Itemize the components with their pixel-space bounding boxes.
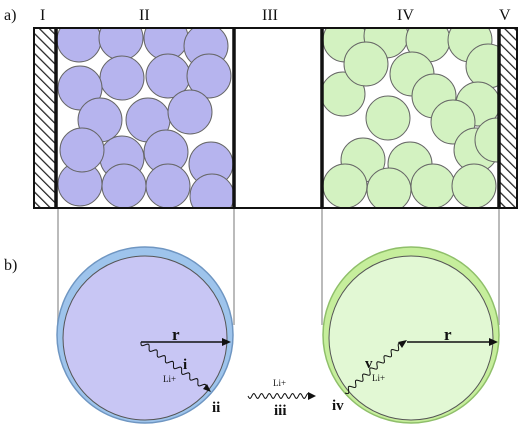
- anode-particle-large: [56, 246, 234, 424]
- particle: [343, 41, 389, 87]
- cathode-radius-arrow: [407, 338, 498, 346]
- anode-diffusion-arrow: [140, 341, 207, 389]
- left-current-collector: [34, 28, 56, 208]
- particle: [145, 163, 191, 208]
- particle: [56, 28, 102, 63]
- separator-region: [234, 28, 322, 208]
- particle: [143, 28, 189, 61]
- particle: [101, 163, 147, 208]
- label-ii: ii: [212, 400, 220, 416]
- particle: [365, 95, 411, 141]
- particle: [167, 89, 213, 135]
- anode-region: [56, 28, 234, 208]
- region-label-4: IV: [397, 7, 414, 24]
- anode-particles: [56, 28, 234, 208]
- panel-label-b: b): [4, 257, 17, 274]
- region-label-3: III: [262, 7, 278, 24]
- particle: [59, 127, 105, 173]
- region-label-1: I: [40, 7, 45, 24]
- particle: [186, 53, 232, 99]
- electrolyte-li-label: Li+: [273, 378, 286, 388]
- anode-radius-arrow: [141, 338, 231, 346]
- cathode-diffusion-arrow: [344, 342, 403, 395]
- particle: [322, 163, 368, 208]
- cathode-region: [322, 28, 499, 208]
- panel-label-a: a): [4, 7, 16, 24]
- particle: [99, 55, 145, 101]
- cathode-particle-large: [322, 246, 500, 424]
- electrolyte-diffusion-arrow: [247, 393, 311, 399]
- label-iii: iii: [274, 403, 287, 419]
- label-v: v: [365, 356, 373, 372]
- particle: [474, 117, 499, 163]
- anode-li-label: Li+: [163, 374, 176, 384]
- region-label-5: V: [499, 7, 511, 24]
- cell-outline: [33, 27, 518, 209]
- electrolyte-diffusion-arrowhead: [308, 392, 316, 400]
- anode-radius-label: r: [172, 325, 180, 344]
- particle: [366, 167, 412, 208]
- particle: [98, 28, 144, 61]
- label-iv: iv: [332, 398, 344, 414]
- anode-diffusion-arrowhead: [203, 384, 211, 392]
- particle: [410, 163, 456, 208]
- cathode-particles: [322, 28, 499, 208]
- region-label-2: II: [139, 7, 150, 24]
- label-i: i: [183, 357, 187, 373]
- cathode-li-label: Li+: [372, 373, 385, 383]
- connector-lines: [57, 208, 500, 325]
- cathode-radius-label: r: [444, 325, 452, 344]
- cathode-diffusion-arrowhead: [398, 340, 407, 348]
- right-current-collector: [499, 28, 517, 208]
- particle: [451, 163, 497, 208]
- particle: [189, 173, 234, 208]
